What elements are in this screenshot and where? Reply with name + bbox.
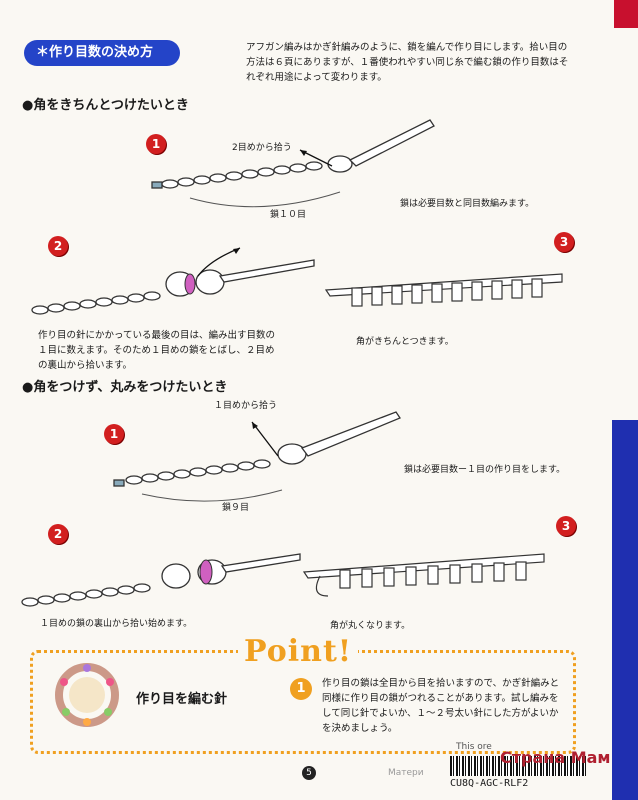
s1-step2-number: 2	[48, 236, 68, 256]
s2-step3-number: 3	[556, 516, 576, 536]
intro-paragraph: アフガン編みはかぎ針編みのように、鎖を編んで作り目にします。拾い目の方法は６頁に…	[246, 42, 569, 83]
watermark-left: Матери	[388, 768, 424, 778]
footer-stub-text: This ore	[456, 742, 492, 752]
s1-step1-note: 鎖は必要目数と同目数編みます。	[400, 199, 535, 209]
s2-step3-illustration	[302, 553, 545, 597]
point-number: 1	[290, 678, 312, 700]
s2-step3-note: 角が丸くなります。	[330, 621, 411, 631]
watermark-right: Страна Мам	[500, 748, 611, 767]
section2-heading: ●角をつけず、丸みをつけたいとき	[22, 380, 228, 395]
s1-step3-illustration	[324, 273, 563, 307]
s1-step2-illustration	[31, 247, 315, 315]
s1-step1-chain-illustration	[151, 119, 435, 208]
s1-step1-arrow-label: 2目めから拾う	[232, 143, 292, 153]
section1-heading: ●角をきちんとつけたいとき	[22, 98, 189, 113]
s2-step1-number: 1	[104, 424, 124, 444]
s2-step1-note: 鎖は必要目数ー１目の作り目をします。	[404, 465, 566, 475]
s1-step2-note: 作り目の針にかかっている最後の目は、編み出す目数の１目に数えます。そのため１目め…	[38, 330, 276, 371]
s2-step2-number: 2	[48, 524, 68, 544]
point-title: Point!	[238, 634, 358, 669]
s2-step2-note: １目めの鎖の裏山から拾い始めます。	[40, 619, 193, 629]
blue-side-bar	[612, 420, 638, 800]
barcode	[450, 756, 586, 776]
s1-step3-note: 角がきちんとつきます。	[356, 337, 454, 347]
s1-step1-number: 1	[146, 134, 166, 154]
product-code: CU8Q-AGC-RLF2	[450, 778, 529, 789]
s2-step2-illustration	[21, 553, 301, 607]
s1-step3-number: 3	[554, 232, 574, 252]
point-subtitle: 作り目を編む針	[136, 692, 228, 707]
point-text: 作り目の鎖は全目から目を拾いますので、かぎ針編みと同様に作り目の鎖がつれることが…	[322, 678, 560, 734]
s1-step1-chain-label: 鎖１０目	[270, 210, 307, 220]
section-title-badge: ＊作り目数の決め方	[24, 40, 180, 66]
red-corner-tab	[614, 0, 638, 28]
s2-step1-chain-label: 鎖９目	[222, 503, 250, 513]
page-number: 5	[302, 766, 316, 780]
s2-step1-chain-illustration	[113, 411, 401, 502]
s2-step1-arrow-label: １目めから拾う	[214, 401, 278, 411]
floral-wreath-illustration	[55, 663, 119, 727]
